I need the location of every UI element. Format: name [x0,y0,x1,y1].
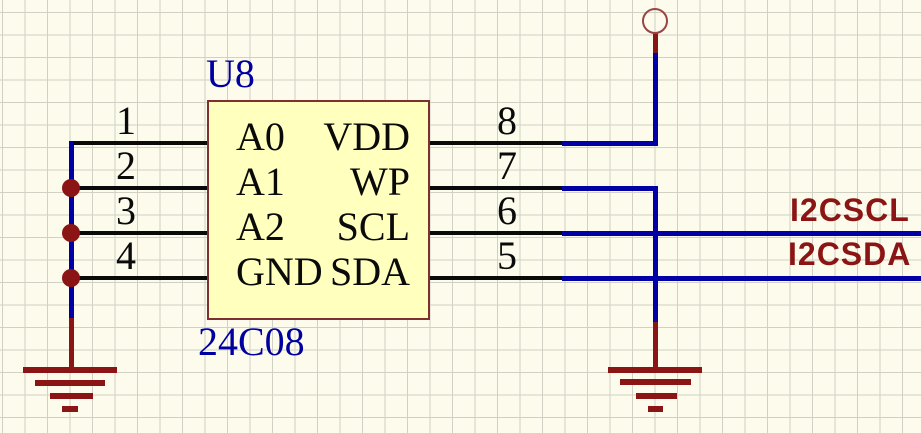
power-port-circle[interactable] [642,8,668,34]
junction-dot-1 [62,224,80,242]
ground-bar-3 [648,406,663,412]
net-label-i2csda[interactable]: I2CSDA [788,236,912,272]
pin-name-scl: SCL [336,204,410,249]
wire-segment-2[interactable] [562,230,921,236]
net-label-i2cscl[interactable]: I2CSCL [790,192,910,228]
ground-bar-2 [50,393,93,399]
pin-name-vdd: VDD [323,114,410,159]
power-wire-segment-0[interactable] [652,33,658,53]
pin-name-gnd: GND [236,249,323,294]
pin-number-4: 4 [116,233,136,278]
pin-1-lead[interactable] [73,141,207,145]
pin-2-lead[interactable] [73,186,207,190]
pin-number-7: 7 [497,143,517,188]
power-wire-segment-1[interactable] [68,318,74,368]
pin-7-lead[interactable] [430,186,562,190]
pin-number-3: 3 [116,188,136,233]
pin-number-1: 1 [116,98,136,143]
pin-4-lead[interactable] [73,276,207,280]
ground-bar-0 [23,367,117,373]
pin-number-5: 5 [497,233,517,278]
pin-5-lead[interactable] [430,276,562,280]
pin-name-a2: A2 [236,204,285,249]
pin-number-2: 2 [116,143,136,188]
wire-segment-1[interactable] [562,185,658,191]
ground-port-left[interactable] [23,367,117,412]
pin-name-wp: WP [350,159,410,204]
component-body[interactable] [207,100,430,320]
wire-segment-0[interactable] [562,140,658,146]
pin-3-lead[interactable] [73,231,207,235]
wire-segment-5[interactable] [652,185,658,324]
pin-name-sda: SDA [329,249,410,294]
ground-bar-2 [636,393,677,399]
pin-8-lead[interactable] [430,141,562,145]
ground-port-right[interactable] [608,367,702,412]
pin-name-a0: A0 [236,114,285,159]
pin-name-a1: A1 [236,159,285,204]
wire-segment-4[interactable] [652,52,658,145]
power-wire-segment-2[interactable] [652,322,658,368]
ground-bar-0 [608,367,702,373]
ground-bar-1 [35,380,105,386]
ground-bar-1 [620,379,691,385]
pin-6-lead[interactable] [430,231,562,235]
ground-bar-3 [62,406,78,412]
wire-segment-3[interactable] [562,275,921,281]
component-designator[interactable]: U8 [206,51,255,96]
pin-number-6: 6 [497,188,517,233]
component-part-number[interactable]: 24C08 [198,319,305,364]
pin-number-8: 8 [497,98,517,143]
junction-dot-0 [62,179,80,197]
junction-dot-2 [62,269,80,287]
